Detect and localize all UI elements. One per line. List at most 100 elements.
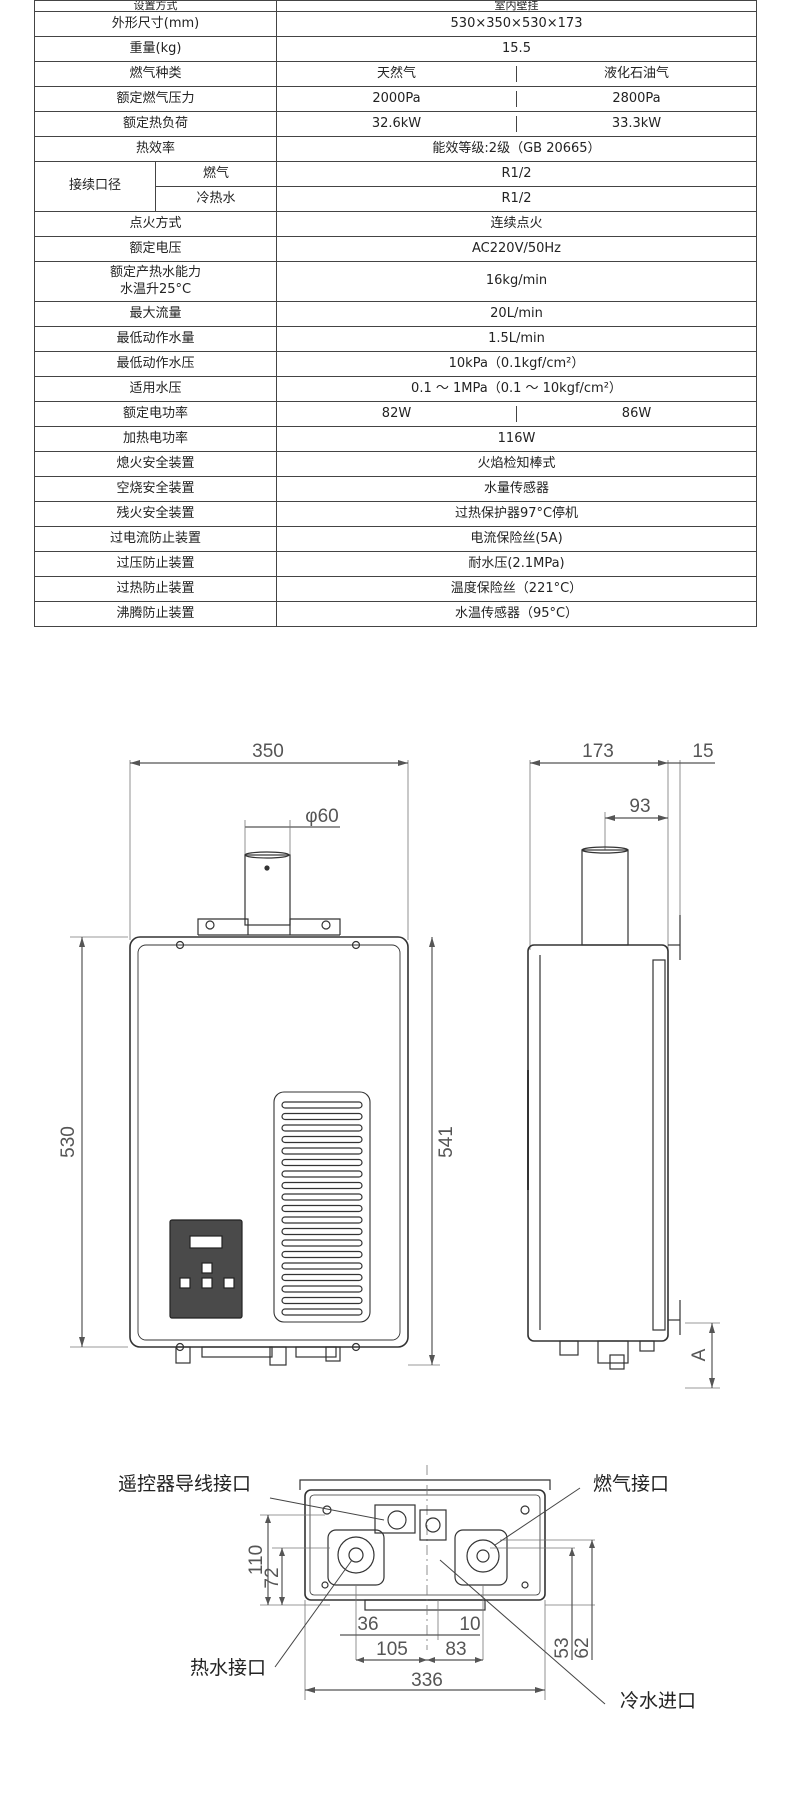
callout-remote-connector: 遥控器导线接口	[118, 1473, 251, 1495]
dim-62: 62	[572, 1637, 593, 1658]
table-row: 过压防止装置 耐水压(2.1MPa)	[34, 551, 757, 577]
louver-slot	[281, 1193, 363, 1201]
callout-gas-inlet: 燃气接口	[593, 1473, 669, 1495]
row-value-split: 2000Pa 2800Pa	[276, 86, 757, 112]
row-label: 过热防止装置	[34, 576, 277, 602]
dim-height-body: 530	[58, 1126, 79, 1158]
callout-hot-water: 热水接口	[190, 1657, 266, 1679]
panel-button	[223, 1277, 235, 1289]
row-value-split: 82W 86W	[276, 401, 757, 427]
dim-flue-pos: 93	[629, 796, 650, 817]
dim-53: 53	[552, 1637, 573, 1658]
louver-slot	[281, 1170, 363, 1178]
dim-a: A	[689, 1348, 710, 1361]
louver-slot	[281, 1158, 363, 1167]
value-lpg: 液化石油气	[516, 65, 756, 83]
row-label: 点火方式	[34, 211, 277, 237]
callout-cold-water: 冷水进口	[620, 1690, 696, 1712]
louver-slot	[281, 1101, 363, 1109]
row-value: 火焰检知棒式	[276, 451, 757, 477]
row-label: 额定燃气压力	[34, 86, 277, 112]
dim-72: 72	[262, 1567, 283, 1588]
value-natural-gas: 天然气	[376, 65, 416, 81]
louver-slot	[281, 1112, 363, 1121]
row-label: 外形尺寸(mm)	[34, 11, 277, 37]
table-row: 燃气种类 天然气 液化石油气	[34, 61, 757, 87]
row-label: 适用水压	[34, 376, 277, 402]
value-natural-gas: 32.6kW	[371, 115, 422, 131]
value-natural-gas: 2000Pa	[372, 90, 421, 106]
louver-slot	[281, 1227, 363, 1236]
louver-slot	[281, 1124, 363, 1132]
table-row: 额定电压 AC220V/50Hz	[34, 236, 757, 262]
row-label: 额定产热水能力 水温升25°C	[34, 261, 277, 302]
row-label-line: 水温升25°C	[119, 281, 192, 297]
row-value: 水量传感器	[276, 476, 757, 502]
table-row: 最大流量 20L/min	[34, 301, 757, 327]
table-row: 点火方式 连续点火	[34, 211, 757, 237]
bottom-view: 110 72 53 62 36 10 105 83 336 遥控	[118, 1465, 696, 1712]
dim-10: 10	[459, 1614, 480, 1635]
row-value: AC220V/50Hz	[276, 236, 757, 262]
louver-slot	[281, 1204, 363, 1213]
table-row: 热效率 能效等级:2级（GB 20665）	[34, 136, 757, 162]
row-label: 额定电压	[34, 236, 277, 262]
louver-slot	[281, 1135, 363, 1144]
table-row: 加热电功率 116W	[34, 426, 757, 452]
row-label: 过压防止装置	[34, 551, 277, 577]
row-label-line: 额定产热水能力	[109, 265, 201, 281]
louver-slot	[281, 1308, 363, 1316]
row-value: 水温传感器（95°C）	[276, 601, 757, 627]
louver-slot	[281, 1273, 363, 1282]
louver-slot	[281, 1147, 363, 1155]
table-row: 过电流防止装置 电流保险丝(5A)	[34, 526, 757, 552]
louver-slot	[281, 1250, 363, 1259]
table-row: 额定产热水能力 水温升25°C 16kg/min	[34, 261, 757, 302]
louver-slot	[281, 1181, 363, 1190]
row-value: 15.5	[276, 36, 757, 62]
table-row: 沸腾防止装置 水温传感器（95°C）	[34, 601, 757, 627]
row-value: 1.5L/min	[276, 326, 757, 352]
louver-slot	[281, 1216, 363, 1224]
table-row: 空烧安全装置 水量传感器	[34, 476, 757, 502]
dim-83: 83	[445, 1639, 466, 1660]
side-view: 173 15 93 A	[527, 741, 720, 1389]
row-label: 过电流防止装置	[34, 526, 277, 552]
dim-336: 336	[411, 1670, 443, 1691]
spec-table: 设置方式 室内壁挂 外形尺寸(mm) 530×350×530×173 重量(kg…	[34, 0, 757, 627]
value-lpg: 33.3kW	[516, 115, 756, 133]
value-natural-gas: 82W	[381, 405, 412, 421]
dim-width: 350	[252, 741, 284, 762]
value-lpg: 86W	[516, 405, 756, 423]
louver-slot	[281, 1239, 363, 1247]
row-label: 额定电功率	[34, 401, 277, 427]
row-value-split: 32.6kW 33.3kW	[276, 111, 757, 137]
louver-slot	[281, 1285, 363, 1293]
row-value: 20L/min	[276, 301, 757, 327]
row-label: 燃气种类	[34, 61, 277, 87]
table-row: 接续口径 燃气 R1/2	[34, 161, 757, 212]
dim-height-total: 541	[436, 1126, 457, 1158]
display-screen	[189, 1235, 223, 1249]
table-row: 额定电功率 82W 86W	[34, 401, 757, 427]
table-row: 额定燃气压力 2000Pa 2800Pa	[34, 86, 757, 112]
dim-36: 36	[357, 1614, 378, 1635]
row-value-split: 天然气 液化石油气	[276, 61, 757, 87]
table-row: 适用水压 0.1 ～ 1MPa（0.1 ～ 10kgf/cm²）	[34, 376, 757, 402]
row-value: 能效等级:2级（GB 20665）	[276, 136, 757, 162]
louver-slot	[281, 1296, 363, 1305]
louver-slot	[281, 1262, 363, 1270]
row-label: 重量(kg)	[34, 36, 277, 62]
row-value: 116W	[276, 426, 757, 452]
table-row: 重量(kg) 15.5	[34, 36, 757, 62]
table-row: 额定热负荷 32.6kW 33.3kW	[34, 111, 757, 137]
front-view: 350 φ60	[58, 741, 457, 1366]
row-value: 耐水压(2.1MPa)	[276, 551, 757, 577]
dim-depth: 173	[582, 741, 614, 762]
value-lpg: 2800Pa	[516, 90, 756, 108]
dim-flue: φ60	[305, 806, 338, 827]
panel-button	[201, 1277, 213, 1289]
table-row: 熄火安全装置 火焰检知棒式	[34, 451, 757, 477]
row-group-label: 接续口径	[34, 161, 156, 212]
